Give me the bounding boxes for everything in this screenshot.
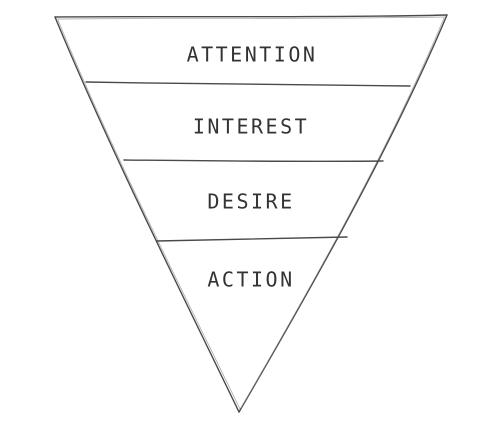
divider-attention-interest (85, 81, 411, 87)
divider-desire-action (156, 236, 348, 242)
stage-labels: ATTENTION INTEREST DESIRE ACTION (187, 43, 318, 292)
funnel-outline (54, 14, 448, 413)
stage-label-desire: DESIRE (207, 190, 294, 214)
divider-interest-desire (123, 159, 384, 163)
stage-dividers (85, 81, 411, 242)
stage-label-action: ACTION (207, 268, 294, 292)
stage-label-attention: ATTENTION (187, 43, 318, 67)
stage-label-interest: INTEREST (193, 115, 309, 139)
